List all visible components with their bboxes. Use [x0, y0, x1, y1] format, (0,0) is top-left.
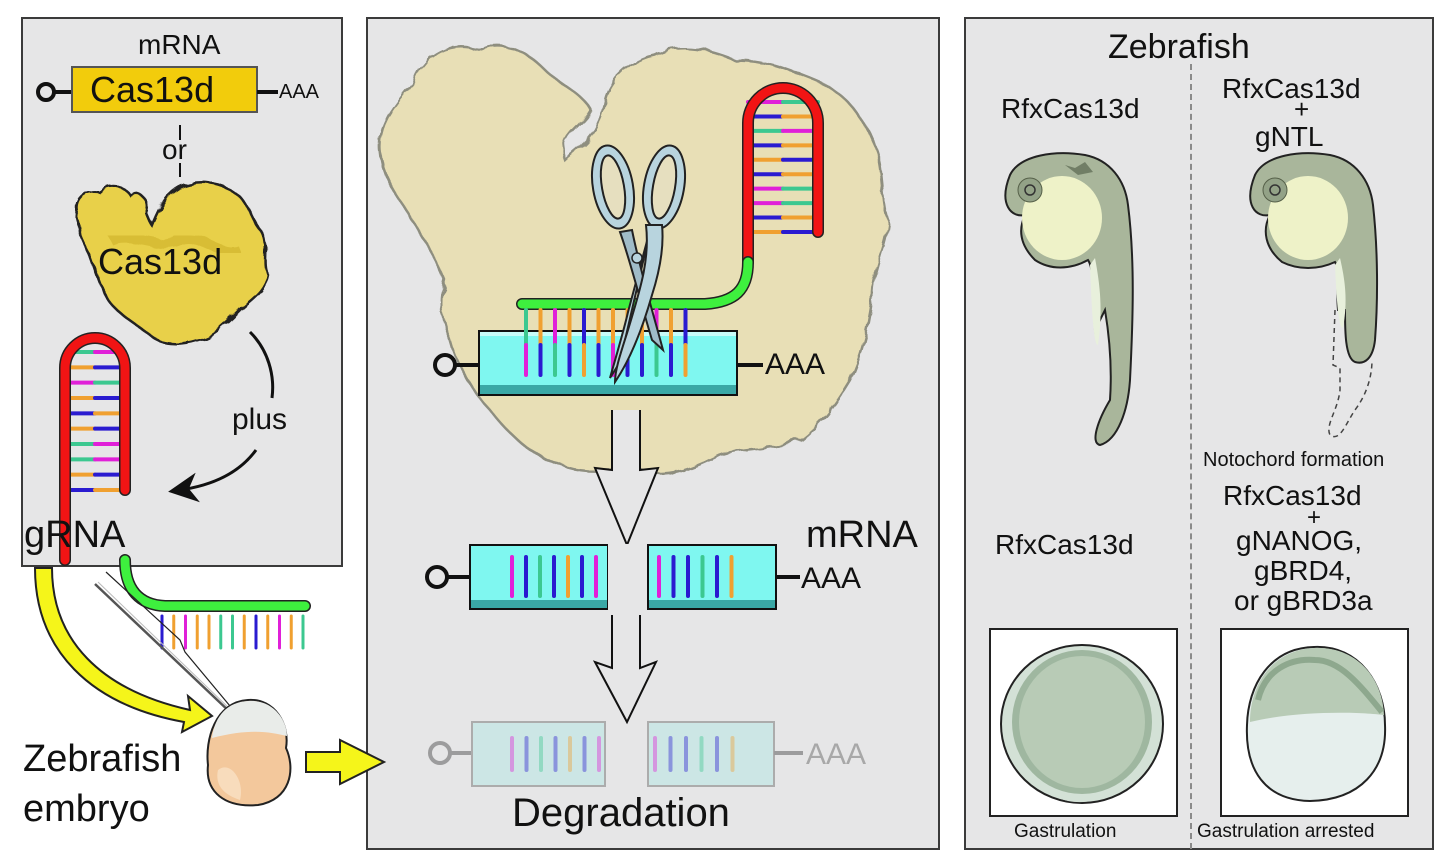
zebrafish-embryo-label-line1: Zebrafish: [23, 738, 182, 780]
plus-arrow-upper: [248, 330, 275, 399]
gastrulation-label: Gastrulation: [1014, 821, 1117, 842]
stem-loop: [60, 333, 130, 565]
cap-icon: [36, 82, 56, 102]
zebrafish-larva-control-icon: [1004, 152, 1134, 447]
zebrafish-title: Zebrafish: [1108, 28, 1250, 66]
spacer: [120, 555, 310, 611]
mrna-label: mRNA: [138, 29, 221, 60]
cas13d-gene-box: [71, 66, 258, 113]
target-mrna: [433, 330, 763, 396]
target-mrna-bases: [524, 308, 688, 377]
panel-divider: [1190, 64, 1192, 849]
cas13d-protein-label: Cas13d: [98, 241, 223, 282]
cleaved-mrna-bases: [510, 555, 734, 598]
degraded-mrna: [428, 721, 803, 787]
cas13d-protein-icon: [75, 181, 270, 345]
treated-label-bottom-line1: RfxCas13d: [1223, 480, 1362, 511]
poly-a-tail-label-cut: AAA: [801, 562, 862, 595]
treated-label-bottom-gnanog: gNANOG,: [1236, 525, 1363, 556]
notochord-formation-label: Notochord formation: [1203, 449, 1385, 471]
control-label-bottom: RfxCas13d: [995, 529, 1134, 560]
treated-label-top-gntl: gNTL: [1255, 121, 1324, 152]
gastrulation-arrested-embryo-icon: [1245, 645, 1387, 803]
cap-icon: [433, 353, 457, 377]
to-degradation-arrow: [305, 738, 387, 786]
grna-icon: [59, 332, 311, 650]
mrna-label-middle: mRNA: [806, 514, 918, 556]
grna-label: gRNA: [24, 514, 126, 556]
treated-label-top-plus: +: [1294, 94, 1310, 124]
poly-a-tail-label-degraded: AAA: [806, 738, 867, 771]
cas13d-mrna-construct: [36, 66, 278, 177]
zebrafish-embryo-label-line2: embryo: [23, 788, 150, 830]
zebrafish-embryo-icon: [206, 698, 292, 807]
poly-a-tail-label-top: AAA: [765, 348, 826, 381]
degraded-mrna-bases: [510, 736, 735, 772]
gastrulation-embryo-icon: [1000, 644, 1164, 804]
spacer: [517, 257, 753, 309]
treated-label-bottom-plus: +: [1307, 504, 1322, 531]
plus-label: plus: [232, 403, 288, 436]
zebrafish-larva-ntl-knockdown-icon: [1249, 152, 1379, 438]
stem-loop: [743, 83, 823, 267]
gastrulation-arrested-label: Gastrulation arrested: [1197, 821, 1375, 842]
poly-a-tail-label: AAA: [279, 81, 320, 103]
cap-icon: [428, 741, 452, 765]
cleaved-mrna: [425, 544, 800, 612]
treated-label-top-line1: RfxCas13d: [1222, 73, 1361, 104]
cap-icon: [425, 565, 449, 589]
cas13d-gene-label: Cas13d: [90, 69, 215, 110]
control-label-top: RfxCas13d: [1001, 93, 1140, 124]
microinjection-needle-icon: [94, 571, 248, 724]
plus-arrow-lower: [168, 449, 258, 503]
grna-bound-icon: [516, 82, 824, 310]
injection-arrow: [33, 567, 214, 734]
treated-label-bottom-gbrd4: gBRD4,: [1254, 555, 1353, 586]
degradation-label: Degradation: [512, 791, 730, 835]
or-label: or: [162, 134, 187, 165]
spacer-outline: [119, 554, 311, 612]
scissors-icon: [590, 144, 687, 386]
missing-tail-outline: [1328, 309, 1373, 438]
treated-label-bottom-gbrd3a: or gBRD3a: [1234, 585, 1373, 616]
